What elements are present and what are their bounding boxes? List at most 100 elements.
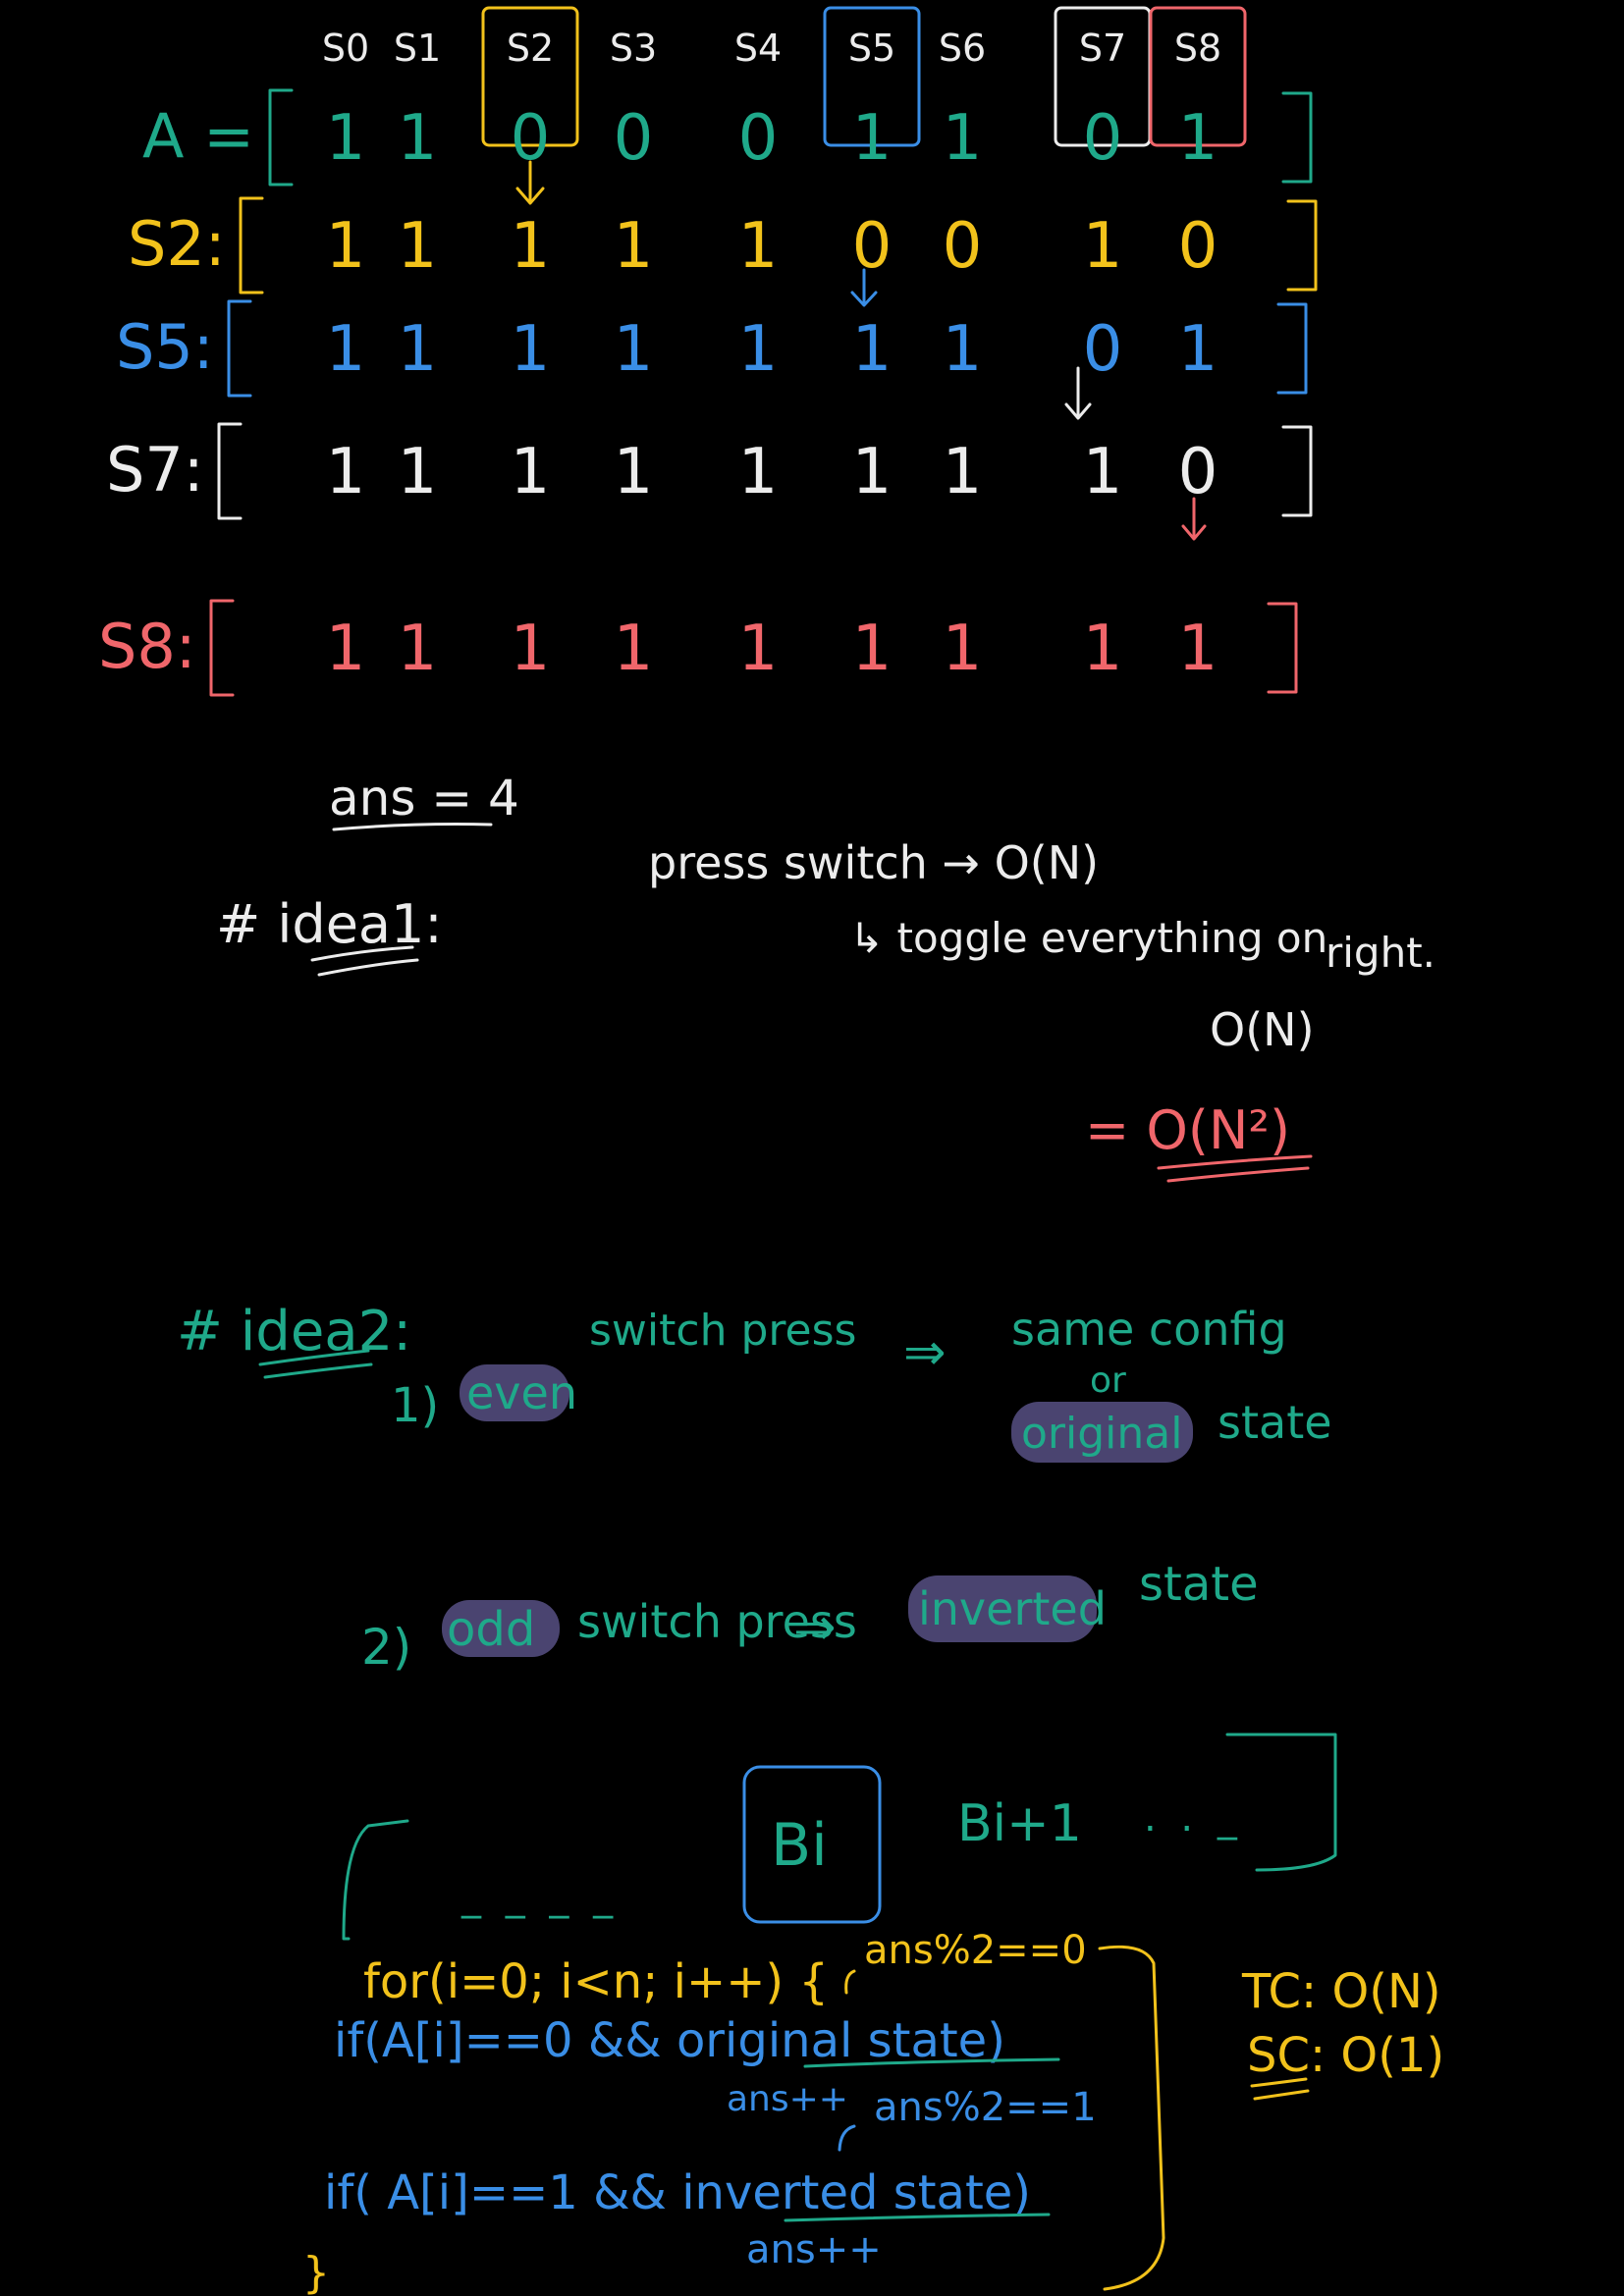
row-right-bracket (1276, 302, 1308, 395)
cell-value: 1 (511, 613, 551, 685)
idea2-point2-key2: inverted (918, 1582, 1107, 1635)
code-inc-2: ans++ (746, 2227, 882, 2272)
idea1-result-underline (1157, 1154, 1313, 1183)
sketch-bi-label: Bi (771, 1811, 828, 1880)
idea1-line3: right. (1326, 929, 1435, 977)
code-note-even: ans%2==0 (864, 1928, 1087, 1973)
row-label: S8: (98, 611, 196, 682)
highlight-odd (442, 1600, 560, 1657)
cell-value: 1 (1178, 613, 1218, 685)
cell-value: 1 (943, 102, 983, 175)
idea2-point2-num: 2) (361, 1619, 411, 1676)
cell-value: 1 (1178, 102, 1218, 175)
code-inc-1: ans++ (727, 2079, 848, 2119)
row-left-bracket (209, 599, 235, 697)
row-left-bracket (268, 88, 294, 187)
complexity-tc: TC: O(N) (1241, 1964, 1441, 2019)
row-label: A = (142, 100, 254, 172)
idea2-point1-arrow: ⇒ (903, 1323, 947, 1382)
sketch-right-bracket (1225, 1733, 1337, 1872)
idea1-result: = O(N²) (1085, 1099, 1290, 1161)
idea1-line2: ↳ toggle everything on (849, 914, 1327, 962)
row-right-bracket (1267, 602, 1298, 694)
idea2-point2-arrow: ⇒ (793, 1598, 837, 1657)
cell-value: 1 (852, 613, 893, 685)
switch-label-s0: S0 (322, 27, 369, 70)
code-note-even-arrow (844, 1969, 856, 1995)
cell-value: 1 (398, 102, 438, 175)
code-close-brace: } (302, 2248, 330, 2296)
cell-value: 0 (943, 210, 983, 283)
highlight-even (460, 1364, 569, 1421)
cell-value: 0 (614, 102, 654, 175)
cell-value: 1 (511, 313, 551, 386)
cell-value: 1 (326, 313, 366, 386)
row-right-bracket (1281, 91, 1313, 184)
code-line-if-one: if( A[i]==1 && inverted state) (324, 2165, 1031, 2220)
answer-text: ans = 4 (329, 770, 519, 827)
switch-box-s2 (481, 6, 579, 147)
idea2-point1-num: 1) (391, 1378, 439, 1433)
cell-value: 1 (852, 313, 893, 386)
cell-value: 1 (1083, 210, 1123, 283)
code-block-bracket (1098, 1945, 1165, 2291)
idea1-heading: # idea1: (216, 893, 443, 955)
cell-value: 1 (398, 210, 438, 283)
row-left-bracket (227, 299, 252, 398)
cell-value: 0 (1178, 436, 1218, 508)
cell-value: 1 (1083, 613, 1123, 685)
sketch-dashes: _ _ _ _ (460, 1874, 619, 1919)
cell-value: 1 (614, 210, 654, 283)
row-label: S2: (128, 208, 226, 280)
code-note-odd-arrow (838, 2124, 856, 2152)
cell-value: 1 (738, 210, 779, 283)
row-left-bracket (239, 196, 264, 294)
cell-value: 0 (738, 102, 779, 175)
cell-value: 1 (943, 613, 983, 685)
cell-value: 0 (1178, 210, 1218, 283)
code-original-underline (803, 2057, 1060, 2068)
cell-value: 1 (326, 613, 366, 685)
idea2-point1-rest: switch press (589, 1306, 856, 1356)
switch-box-s8 (1149, 6, 1247, 147)
cell-value: 1 (852, 102, 893, 175)
highlight-inverted (908, 1575, 1097, 1642)
idea1-underline (310, 945, 419, 977)
sketch-dots: . . _ (1144, 1795, 1243, 1841)
cell-value: 1 (1178, 313, 1218, 386)
idea2-point2-key: odd (447, 1602, 535, 1657)
code-inverted-underline (784, 2213, 1051, 2222)
cell-value: 0 (1083, 102, 1123, 175)
cell-value: 1 (1083, 436, 1123, 508)
cell-value: 1 (398, 613, 438, 685)
cell-value: 1 (398, 436, 438, 508)
arrow-down-s8 (1181, 497, 1207, 541)
sketch-next-label: Bi+1 (957, 1794, 1082, 1853)
cell-value: 1 (738, 436, 779, 508)
cell-value: 1 (738, 313, 779, 386)
toggle-arrows (515, 160, 1207, 541)
idea2-point1-result2: state (1218, 1396, 1332, 1449)
idea2-point1-result1: same config (1011, 1303, 1287, 1356)
cell-value: 1 (614, 436, 654, 508)
idea2-heading: # idea2: (177, 1300, 411, 1363)
complexity-sc: SC: O(1) (1247, 2028, 1444, 2083)
switch-label-s2: S2 (507, 27, 554, 70)
idea2-point1-key: even (466, 1366, 577, 1419)
code-line-if-zero: if(A[i]==0 && original state) (334, 2013, 1005, 2068)
sketch-bi-box (742, 1765, 882, 1924)
arrow-down-s2 (515, 160, 545, 205)
cell-value: 1 (614, 613, 654, 685)
complexity-sc-underline (1250, 2077, 1310, 2101)
idea2-underline (258, 1349, 373, 1379)
cell-value: 1 (614, 313, 654, 386)
switch-label-s8: S8 (1174, 27, 1221, 70)
